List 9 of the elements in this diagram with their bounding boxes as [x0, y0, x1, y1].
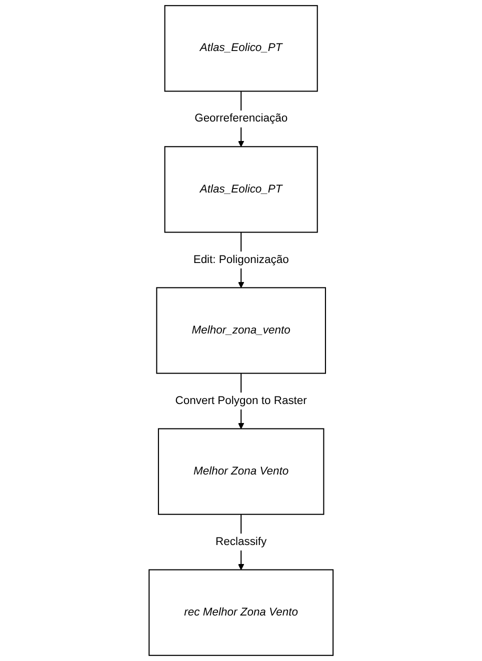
node-box: Atlas_Eolico_PT — [164, 146, 318, 233]
node-box: Melhor Zona Vento — [158, 428, 324, 515]
edge-label: Convert Polygon to Raster — [175, 394, 307, 407]
edge-label: Reclassify — [215, 536, 267, 548]
node-box: rec Melhor Zona Vento — [148, 569, 334, 656]
node-box: Melhor_zona_vento — [156, 287, 326, 374]
node-box: Atlas_Eolico_PT — [164, 5, 318, 92]
edge-label: Edit: Poligonização — [193, 254, 289, 266]
edge-label: Georreferenciação — [194, 112, 288, 125]
